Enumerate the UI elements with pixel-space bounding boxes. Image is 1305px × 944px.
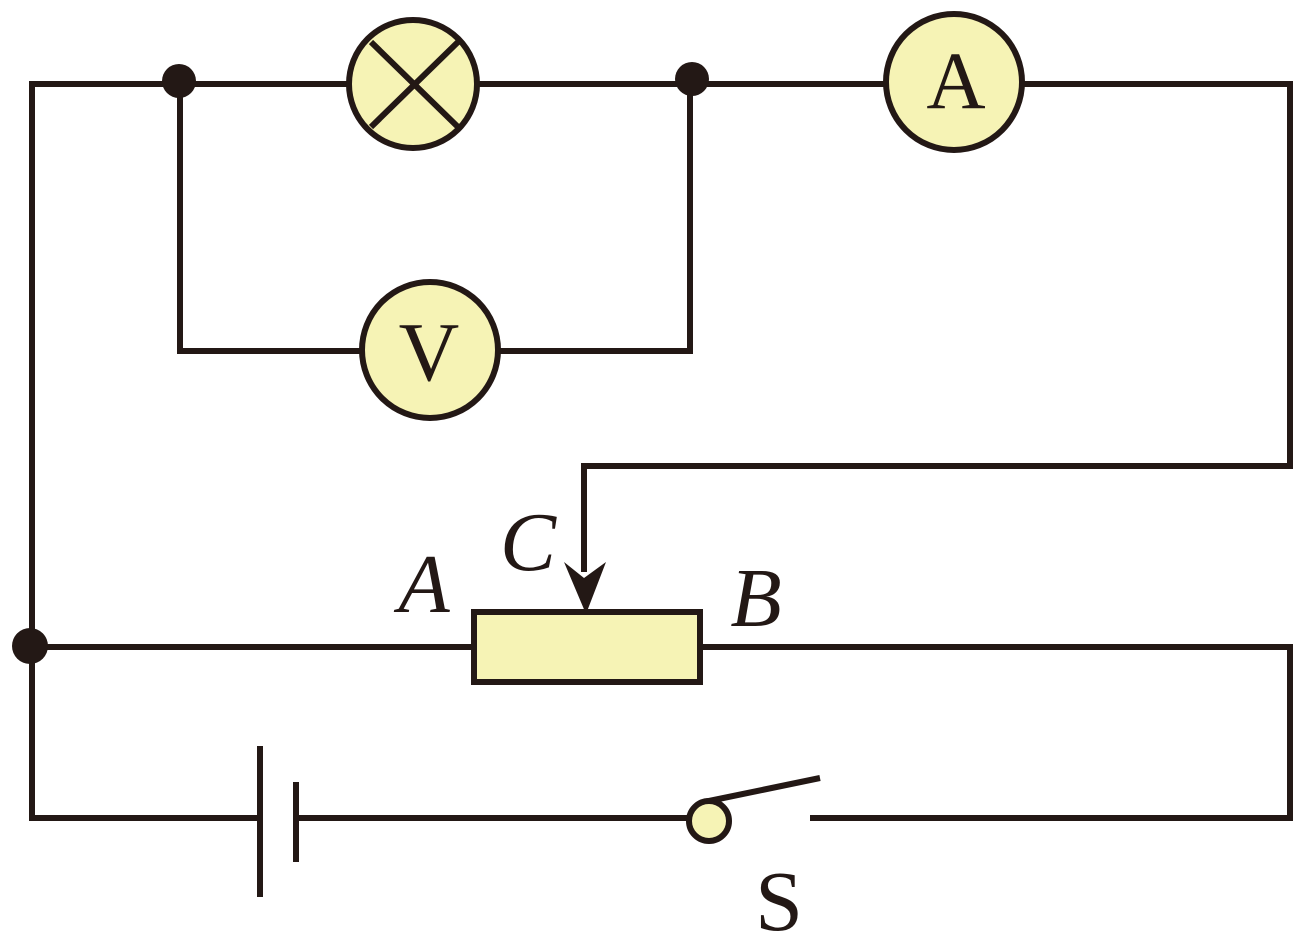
battery-icon: [257, 746, 299, 897]
junction-node-top-middle: [675, 62, 709, 96]
junction-node-left: [12, 628, 48, 664]
voltmeter-body: [359, 279, 501, 421]
switch-pivot: [686, 798, 732, 844]
wire-voltmeter-branch-left: [177, 84, 363, 354]
rheostat-end-b-label: B: [730, 552, 781, 645]
ammeter-label: A: [926, 35, 985, 126]
ammeter-body: [883, 11, 1025, 153]
voltmeter-label: V: [399, 306, 460, 399]
lamp-icon: [346, 17, 480, 151]
switch-blade: [703, 775, 821, 805]
slider-arrow-icon: [564, 562, 606, 614]
junction-node-top-left: [162, 64, 196, 98]
switch: S: [686, 775, 821, 944]
wire-ammeter-to-slider: [581, 81, 1293, 572]
wire-rheostat-b-to-switch: [700, 644, 1293, 821]
rheostat-body: [471, 609, 703, 685]
rheostat-slider-label: C: [500, 496, 557, 589]
voltmeter: V: [359, 279, 501, 421]
wires: [29, 81, 1293, 821]
switch-label: S: [755, 853, 803, 944]
wire-voltmeter-branch-right: [499, 84, 693, 354]
rheostat-end-a-label: A: [393, 538, 450, 631]
wire-outer-loop-left: [29, 81, 348, 821]
rheostat: A B C: [393, 496, 782, 685]
ammeter: A: [883, 11, 1025, 153]
